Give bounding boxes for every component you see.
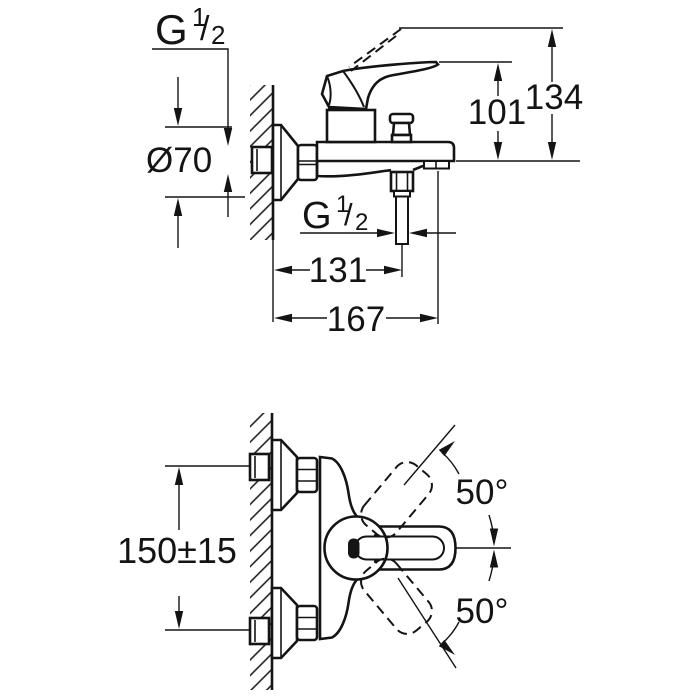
arrowhead bbox=[173, 198, 183, 216]
shower-hose-connection bbox=[389, 170, 415, 245]
angle-ray-upper bbox=[403, 424, 456, 486]
dim-wall-thread: G 1 / 2 bbox=[152, 2, 233, 217]
dim-spout-depth-131: 131 bbox=[274, 251, 402, 290]
arrowhead bbox=[384, 265, 402, 275]
arrowhead bbox=[173, 108, 183, 126]
dim-angle-upper: 50° bbox=[403, 424, 511, 549]
dim-connection-spacing-label: 150±15 bbox=[117, 530, 237, 571]
supply-union-upper bbox=[248, 452, 271, 482]
lever-arm-dashed-down bbox=[360, 557, 433, 635]
arrowhead bbox=[489, 528, 499, 547]
arrowhead bbox=[420, 313, 438, 323]
spout-barrel bbox=[315, 140, 456, 163]
dim-spout-depth-label: 131 bbox=[309, 251, 367, 290]
lever-indicator bbox=[348, 538, 360, 559]
side-view: G 1 / 2 Ø70 bbox=[146, 2, 583, 339]
dim-escutcheon-diameter-label: Ø70 bbox=[146, 141, 212, 180]
mounting-nut-lower bbox=[295, 604, 319, 642]
angle-ray-lower bbox=[397, 577, 457, 669]
arrowhead bbox=[493, 63, 503, 81]
dim-angle-upper-label: 50° bbox=[456, 473, 509, 512]
supply-union-lower bbox=[248, 616, 271, 646]
escutcheon-upper bbox=[270, 438, 299, 512]
dim-connection-spacing: 150±15 bbox=[117, 465, 250, 631]
dim-angle-lower-label: 50° bbox=[456, 592, 509, 631]
dim-total-height-label: 134 bbox=[525, 78, 583, 117]
mounting-nut-upper bbox=[295, 456, 319, 494]
dim-total-depth-167: 167 bbox=[274, 171, 439, 339]
arrowhead bbox=[274, 313, 292, 323]
dim-hose-thread-label: G 1 / 2 bbox=[302, 191, 368, 237]
arrowhead bbox=[438, 639, 455, 655]
arrowhead bbox=[493, 142, 503, 160]
dim-spout-height-label: 101 bbox=[468, 93, 526, 132]
arrowhead bbox=[223, 128, 233, 146]
dim-escutcheon-diameter: Ø70 bbox=[146, 77, 245, 248]
arrowhead bbox=[223, 174, 233, 192]
dim-total-depth-label: 167 bbox=[327, 300, 385, 339]
arrowhead bbox=[547, 29, 557, 47]
dim-spout-height-101: 101 bbox=[439, 61, 526, 160]
lever-arm-dashed-up bbox=[360, 461, 433, 539]
arrowhead bbox=[409, 228, 427, 238]
mounting-nut bbox=[296, 143, 319, 182]
arrowhead bbox=[377, 228, 395, 238]
arrowhead bbox=[547, 142, 557, 160]
escutcheon-lower bbox=[270, 586, 299, 660]
supply-union bbox=[250, 145, 274, 175]
arrowhead bbox=[174, 467, 184, 485]
lever-handle-raised-dashed bbox=[348, 28, 402, 72]
faucet-body bbox=[315, 28, 456, 277]
mixer-cartridge bbox=[325, 108, 377, 144]
arrowhead bbox=[174, 611, 184, 629]
dim-angle-lower: 50° bbox=[397, 549, 509, 669]
spout-aerator bbox=[423, 160, 450, 170]
arrowhead bbox=[274, 265, 292, 275]
faucet-body-plan bbox=[318, 455, 457, 641]
lever-handle bbox=[320, 60, 440, 111]
dim-total-height-134: 134 bbox=[399, 27, 583, 162]
dim-hose-thread: G 1 / 2 bbox=[300, 191, 456, 238]
dim-wall-thread-label: G 1 / 2 bbox=[155, 2, 225, 53]
diverter-knob bbox=[388, 112, 415, 144]
front-view: 150±15 bbox=[117, 413, 511, 690]
